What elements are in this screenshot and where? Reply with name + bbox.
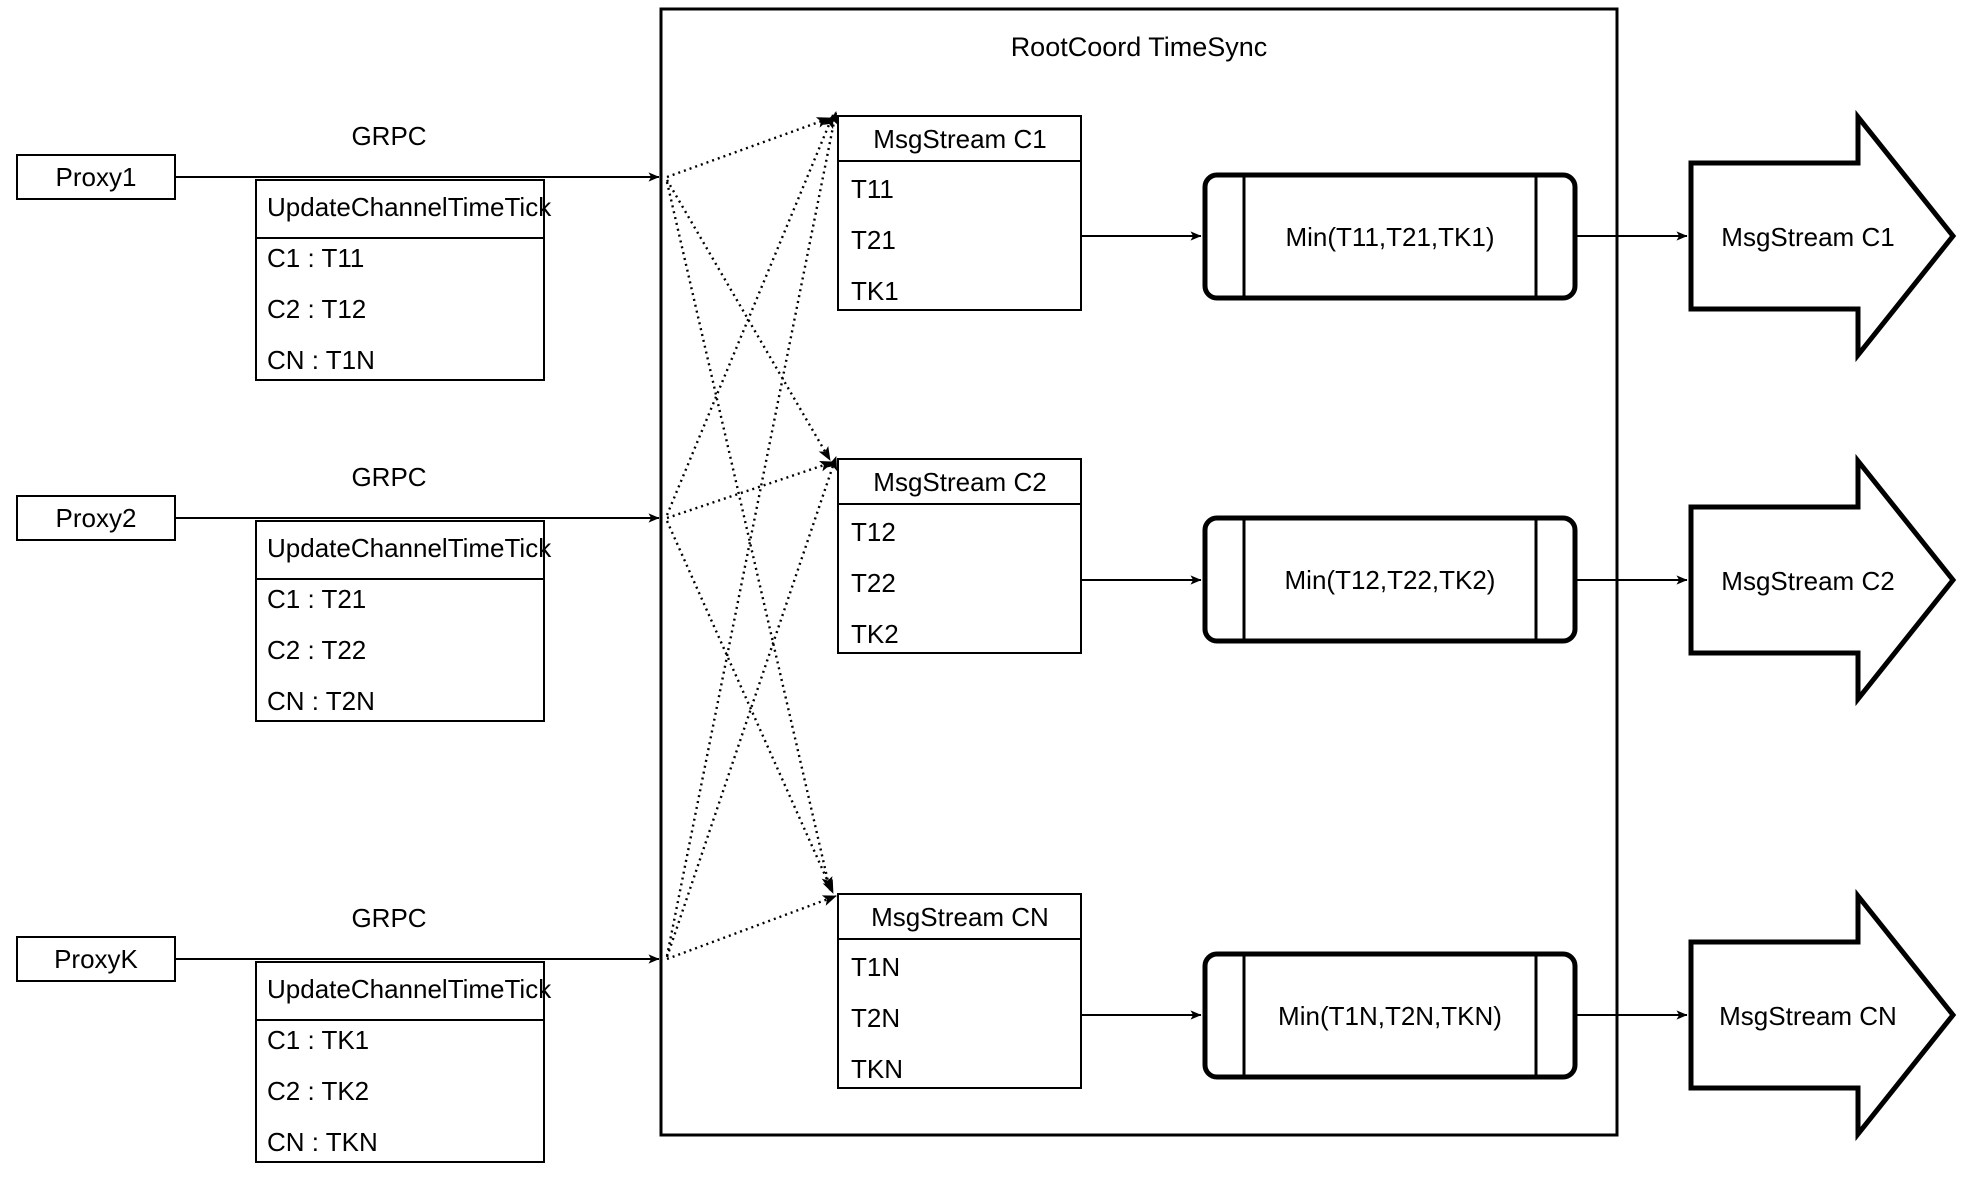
msgstream-row-1-2: TK1: [851, 276, 899, 306]
timetick-row-1-1: C2 : T12: [267, 294, 366, 324]
timetick-row-1-0: C1 : T11: [267, 243, 364, 273]
timetick-title-1: UpdateChannelTimeTick: [267, 192, 552, 222]
min-process-3: Min(T1N,T2N,TKN): [1202, 951, 1578, 1080]
min-process-1: Min(T11,T21,TK1): [1202, 172, 1578, 301]
fanout-pk-cn: [666, 894, 837, 961]
protocol-label-3: GRPC: [351, 903, 426, 933]
msgstream-title-2: MsgStream C2: [873, 467, 1046, 497]
fanout-pk-c2: [665, 456, 838, 958]
timetick-row-3-1: C2 : TK2: [267, 1076, 369, 1106]
proxy-label-1: Proxy1: [56, 162, 137, 192]
output-label-2: MsgStream C2: [1721, 566, 1894, 596]
min-label-3: Min(T1N,T2N,TKN): [1278, 1001, 1502, 1031]
min-label-2: Min(T12,T22,TK2): [1285, 565, 1496, 595]
timetick-row-2-1: C2 : T22: [267, 635, 366, 665]
timetick-row-1-2: CN : T1N: [267, 345, 375, 375]
min-label-1: Min(T11,T21,TK1): [1285, 222, 1494, 252]
output-label-1: MsgStream C1: [1721, 222, 1894, 252]
rootcoord-container: RootCoord TimeSync: [659, 7, 1619, 1137]
msgstream-row-3-0: T1N: [851, 952, 900, 982]
timetick-row-3-0: C1 : TK1: [267, 1025, 369, 1055]
timetick-title-2: UpdateChannelTimeTick: [267, 533, 552, 563]
timetick-title-3: UpdateChannelTimeTick: [267, 974, 552, 1004]
msgstream-table-1: MsgStream C1 T11 T21 TK1: [837, 115, 1082, 311]
timetick-row-2-2: CN : T2N: [267, 686, 375, 716]
output-arrow-1: MsgStream C1: [1688, 109, 1957, 363]
proxy-group-2: Proxy2 GRPC UpdateChannelTimeTick C1 : T…: [16, 462, 660, 722]
min-process-2: Min(T12,T22,TK2): [1202, 515, 1578, 644]
container-title: RootCoord TimeSync: [1011, 32, 1268, 62]
msgstream-row-1-1: T21: [851, 225, 896, 255]
proxy-label-2: Proxy2: [56, 503, 137, 533]
proxy-box-3[interactable]: ProxyK: [16, 936, 176, 982]
output-label-3: MsgStream CN: [1719, 1001, 1897, 1031]
msgstream-title-3: MsgStream CN: [871, 902, 1049, 932]
timetick-fanout-connectors: [665, 111, 839, 961]
fanout-p2-cn: [665, 520, 835, 894]
msgstream-row-3-1: T2N: [851, 1003, 900, 1033]
timetick-row-2-0: C1 : T21: [267, 584, 366, 614]
msgstream-title-1: MsgStream C1: [873, 124, 1046, 154]
proxy-group-3: ProxyK GRPC UpdateChannelTimeTick C1 : T…: [16, 903, 660, 1163]
proxy-label-3: ProxyK: [54, 944, 138, 974]
msgstream-row-3-2: TKN: [851, 1054, 903, 1084]
msgstream-row-2-2: TK2: [851, 619, 899, 649]
protocol-label-1: GRPC: [351, 121, 426, 151]
msgstream-row-1-0: T11: [851, 174, 894, 204]
msgstream-table-2: MsgStream C2 T12 T22 TK2: [837, 458, 1082, 654]
fanout-p1-cn: [665, 181, 833, 891]
fanout-p2-c2: [666, 460, 834, 520]
fanout-pk-c1: [665, 111, 839, 957]
proxy-group-1: Proxy1 GRPC UpdateChannelTimeTick C1 : T…: [16, 121, 660, 381]
proxy-box-2[interactable]: Proxy2: [16, 495, 176, 541]
timetick-table-1: UpdateChannelTimeTick C1 : T11 C2 : T12 …: [255, 179, 552, 381]
output-arrow-3: MsgStream CN: [1688, 888, 1957, 1142]
msgstream-row-2-1: T22: [851, 568, 896, 598]
fanout-p1-c1: [666, 116, 831, 179]
timetick-row-3-2: CN : TKN: [267, 1127, 378, 1157]
timetick-table-3: UpdateChannelTimeTick C1 : TK1 C2 : TK2 …: [255, 961, 552, 1163]
proxy-box-1[interactable]: Proxy1: [16, 154, 176, 200]
msgstream-row-2-0: T12: [851, 517, 896, 547]
timetick-table-2: UpdateChannelTimeTick C1 : T21 C2 : T22 …: [255, 520, 552, 722]
protocol-label-2: GRPC: [351, 462, 426, 492]
msgstream-table-3: MsgStream CN T1N T2N TKN: [837, 893, 1082, 1089]
output-arrow-2: MsgStream C2: [1688, 453, 1957, 707]
fanout-p2-c1: [665, 114, 835, 516]
